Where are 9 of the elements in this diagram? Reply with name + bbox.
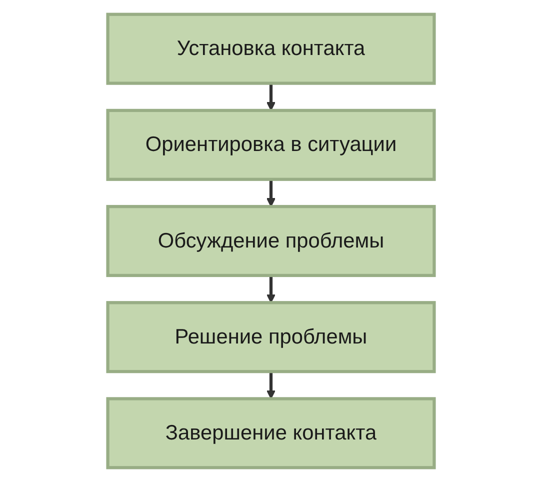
arrow	[266, 275, 276, 304]
node-box: Обсуждение проблемы	[106, 204, 436, 278]
arrow	[266, 179, 276, 207]
node-box: Решение проблемы	[106, 301, 436, 374]
node-box: Завершение контакта	[106, 397, 436, 470]
arrow	[266, 83, 276, 111]
arrow	[266, 372, 276, 400]
node-box: Установка контакта	[106, 12, 436, 85]
node-box: Ориентировка в ситуации	[106, 108, 436, 181]
